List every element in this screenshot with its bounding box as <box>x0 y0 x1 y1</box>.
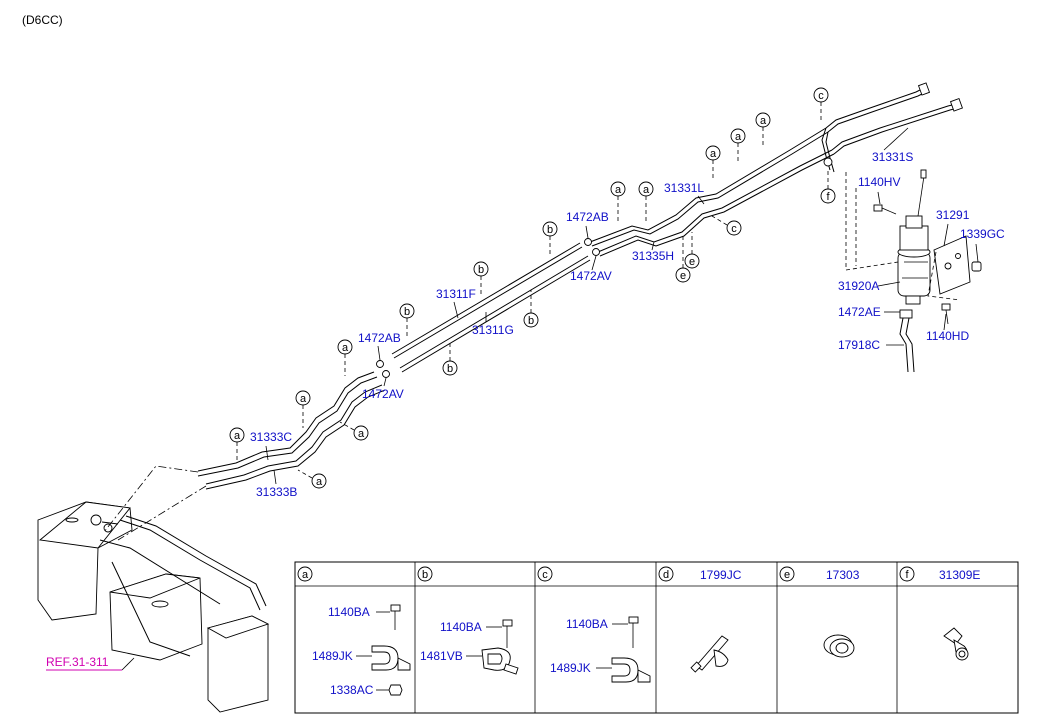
svg-text:c: c <box>731 223 737 235</box>
part-label[interactable]: 31311F <box>436 287 476 301</box>
svg-text:b: b <box>422 569 428 581</box>
callout-a[interactable]: a <box>229 427 245 462</box>
part-label[interactable]: 31311G <box>472 323 514 337</box>
part-label[interactable]: 1472AV <box>362 387 404 401</box>
callout-a[interactable]: a <box>297 469 327 489</box>
svg-text:d: d <box>663 569 669 581</box>
part-label[interactable]: 17918C <box>838 338 880 352</box>
part-label[interactable]: 1472AV <box>570 269 612 283</box>
callout-a[interactable]: a <box>610 181 626 222</box>
callout-b[interactable]: b <box>442 340 458 376</box>
svg-text:b: b <box>478 264 484 276</box>
svg-text:e: e <box>784 569 790 581</box>
table-header-part-e[interactable]: 17303 <box>826 568 860 582</box>
part-label[interactable]: 31920A <box>838 279 879 293</box>
svg-text:a: a <box>760 115 767 127</box>
table-header-part-d[interactable]: 1799JC <box>700 568 742 582</box>
table-header-e[interactable]: e <box>779 566 795 582</box>
svg-text:a: a <box>316 476 323 488</box>
ref-label[interactable]: REF.31-311 <box>46 655 109 669</box>
svg-text:c: c <box>818 90 824 102</box>
callout-a[interactable]: a <box>337 339 353 376</box>
svg-text:a: a <box>735 131 742 143</box>
svg-text:a: a <box>358 428 365 440</box>
fuel-pipe-assembly <box>197 82 963 490</box>
cell-b-part[interactable]: 1140BA <box>440 620 482 634</box>
svg-text:b: b <box>447 363 453 375</box>
cell-a-part[interactable]: 1338AC <box>330 683 374 697</box>
part-label[interactable]: 1472AE <box>838 305 881 319</box>
svg-text:f: f <box>826 191 830 203</box>
grommet-icon <box>823 634 855 658</box>
part-label[interactable]: 1339GC <box>960 227 1005 241</box>
table-header-d[interactable]: d <box>658 566 674 582</box>
cell-c-part[interactable]: 1140BA <box>566 617 608 631</box>
svg-text:e: e <box>689 256 695 268</box>
part-label[interactable]: 31331S <box>872 150 913 164</box>
callout-a[interactable]: a <box>755 112 771 146</box>
cell-b-part[interactable]: 1481VB <box>420 649 463 663</box>
part-labels: 31331S 1140HV 31291 1339GC 31920A 1472AE… <box>250 127 1005 499</box>
callout-e[interactable]: e <box>675 236 691 283</box>
part-label[interactable]: 31333B <box>256 485 297 499</box>
part-label[interactable]: 31335H <box>632 249 674 263</box>
svg-text:b: b <box>547 224 553 236</box>
cell-c-part[interactable]: 1489JK <box>550 661 591 675</box>
cable-tie-icon <box>690 635 729 673</box>
svg-text:a: a <box>234 430 241 442</box>
callout-b[interactable]: b <box>542 221 558 254</box>
table-header-b[interactable]: b <box>417 566 433 582</box>
part-label[interactable]: 31331L <box>664 181 704 195</box>
svg-text:f: f <box>905 569 909 581</box>
engine-code-label: (D6CC) <box>22 13 63 27</box>
callout-a[interactable]: a <box>339 421 369 441</box>
svg-text:a: a <box>643 184 650 196</box>
callout-c[interactable]: c <box>711 215 742 236</box>
svg-text:e: e <box>680 270 686 282</box>
table-header-a[interactable]: a <box>297 566 313 582</box>
part-label[interactable]: 31333C <box>250 430 292 444</box>
callout-b[interactable]: b <box>399 303 415 338</box>
part-label[interactable]: 31291 <box>936 208 970 222</box>
table-header-f[interactable]: f <box>899 566 915 582</box>
callout-f[interactable]: f <box>820 168 836 204</box>
svg-text:b: b <box>528 315 534 327</box>
cell-a-part[interactable]: 1489JK <box>312 649 353 663</box>
cell-a-part[interactable]: 1140BA <box>328 605 370 619</box>
svg-text:a: a <box>302 569 309 581</box>
svg-text:a: a <box>710 148 717 160</box>
callout-b[interactable]: b <box>523 290 539 328</box>
table-header-part-f[interactable]: 31309E <box>939 568 980 582</box>
callout-markers: a a a a a a a a a a b b b b b c c e e f <box>229 87 836 489</box>
fuel-tank-reference <box>37 465 270 713</box>
svg-text:a: a <box>615 184 622 196</box>
svg-text:c: c <box>542 569 548 581</box>
svg-text:a: a <box>342 342 349 354</box>
callout-e[interactable]: e <box>684 232 700 269</box>
part-label[interactable]: 1472AB <box>566 210 609 224</box>
fuel-filter-assembly <box>845 169 982 373</box>
svg-text:a: a <box>300 393 307 405</box>
svg-text:b: b <box>404 306 410 318</box>
callout-c[interactable]: c <box>813 87 829 120</box>
legend-table: a b c d 1799JC e 17303 f 31309E 1140BA 1… <box>294 561 1019 714</box>
part-label[interactable]: 1472AB <box>358 331 401 345</box>
callout-b[interactable]: b <box>473 261 489 296</box>
part-label[interactable]: 1140HD <box>926 329 969 343</box>
table-header-c[interactable]: c <box>537 566 553 582</box>
part-label[interactable]: 1140HV <box>858 175 900 189</box>
elbow-connector-icon <box>943 627 969 661</box>
callout-a[interactable]: a <box>638 181 654 222</box>
callout-a[interactable]: a <box>705 145 721 178</box>
callout-a[interactable]: a <box>295 390 311 428</box>
callout-a[interactable]: a <box>730 128 746 162</box>
